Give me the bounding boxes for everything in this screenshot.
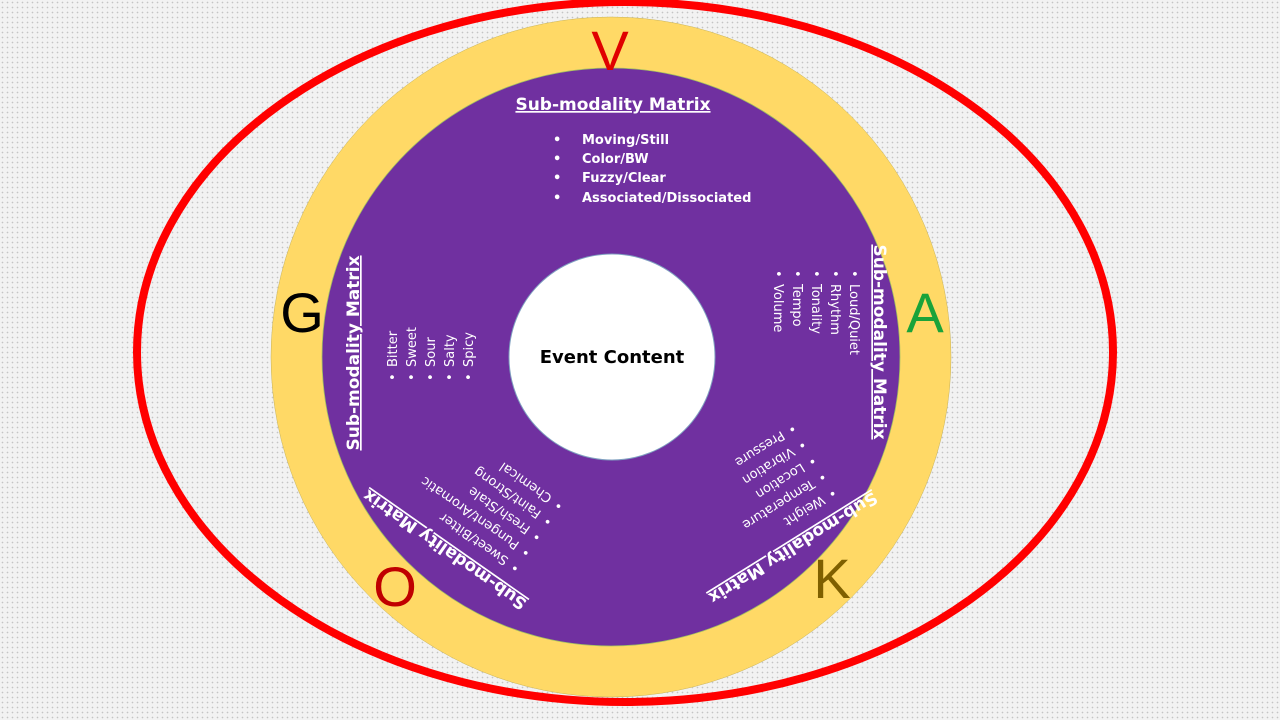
svg-text:•: • <box>443 373 458 381</box>
center-label: Event Content <box>540 347 685 368</box>
letter-a: A <box>906 281 944 344</box>
gustatory-item-label: Sour <box>424 337 439 367</box>
letter-k: K <box>813 547 850 610</box>
visual-item-label: Fuzzy/Clear <box>582 171 666 186</box>
svg-text:•: • <box>789 270 804 278</box>
auditory-item-label: Loud/Quiet <box>846 284 861 355</box>
gustatory-item-label: Bitter <box>386 330 401 367</box>
gustatory-item-label: Sweet <box>405 327 420 367</box>
letter-v: V <box>591 19 629 82</box>
auditory-section: Sub-modality Matrix • Loud/Quiet • Rhyth… <box>770 244 889 439</box>
gustatory-item-label: Spicy <box>462 332 477 367</box>
svg-text:•: • <box>553 191 561 206</box>
svg-text:•: • <box>405 373 420 381</box>
auditory-item-label: Volume <box>770 284 785 332</box>
gustatory-item-label: Salty <box>443 334 458 367</box>
auditory-item-label: Tonality <box>808 283 823 334</box>
gustatory-item: • Spicy <box>462 332 477 381</box>
auditory-item: • Tempo <box>789 270 804 327</box>
center-circle <box>508 253 716 461</box>
auditory-item-label: Rhythm <box>827 284 842 335</box>
visual-title: Sub-modality Matrix <box>515 95 710 115</box>
letter-g: G <box>280 281 324 344</box>
svg-text:•: • <box>553 171 561 186</box>
gustatory-item: • Salty <box>443 334 458 381</box>
svg-text:•: • <box>827 270 842 278</box>
svg-text:•: • <box>553 152 561 167</box>
svg-text:•: • <box>808 270 823 278</box>
visual-item: • Associated/Dissociated <box>553 191 751 206</box>
visual-item-label: Associated/Dissociated <box>582 191 751 206</box>
outer-ring <box>133 0 1117 706</box>
svg-text:•: • <box>846 270 861 278</box>
gustatory-item: • Sweet <box>405 327 420 381</box>
svg-text:•: • <box>770 270 785 278</box>
auditory-item: • Rhythm <box>827 270 842 335</box>
visual-item-label: Moving/Still <box>582 133 669 148</box>
visual-item: • Moving/Still <box>553 133 669 148</box>
svg-text:•: • <box>462 373 477 381</box>
visual-item: • Fuzzy/Clear <box>553 171 666 186</box>
auditory-item-label: Tempo <box>789 283 804 327</box>
gustatory-section: Sub-modality Matrix • Bitter • Sweet • S… <box>344 255 477 450</box>
gustatory-item: • Sour <box>424 337 439 381</box>
auditory-item: • Loud/Quiet <box>846 270 861 355</box>
visual-section: Sub-modality Matrix • Moving/Still • Col… <box>515 95 751 206</box>
gustatory-title: Sub-modality Matrix <box>344 255 364 450</box>
visual-item-label: Color/BW <box>582 152 649 167</box>
visual-item: • Color/BW <box>553 152 649 167</box>
svg-text:•: • <box>553 133 561 148</box>
svg-text:•: • <box>424 373 439 381</box>
auditory-item: • Tonality <box>808 270 823 334</box>
auditory-item: • Volume <box>770 270 785 332</box>
letter-o: O <box>373 555 417 618</box>
auditory-title: Sub-modality Matrix <box>869 244 889 439</box>
gustatory-item: • Bitter <box>386 330 401 381</box>
svg-text:•: • <box>386 373 401 381</box>
